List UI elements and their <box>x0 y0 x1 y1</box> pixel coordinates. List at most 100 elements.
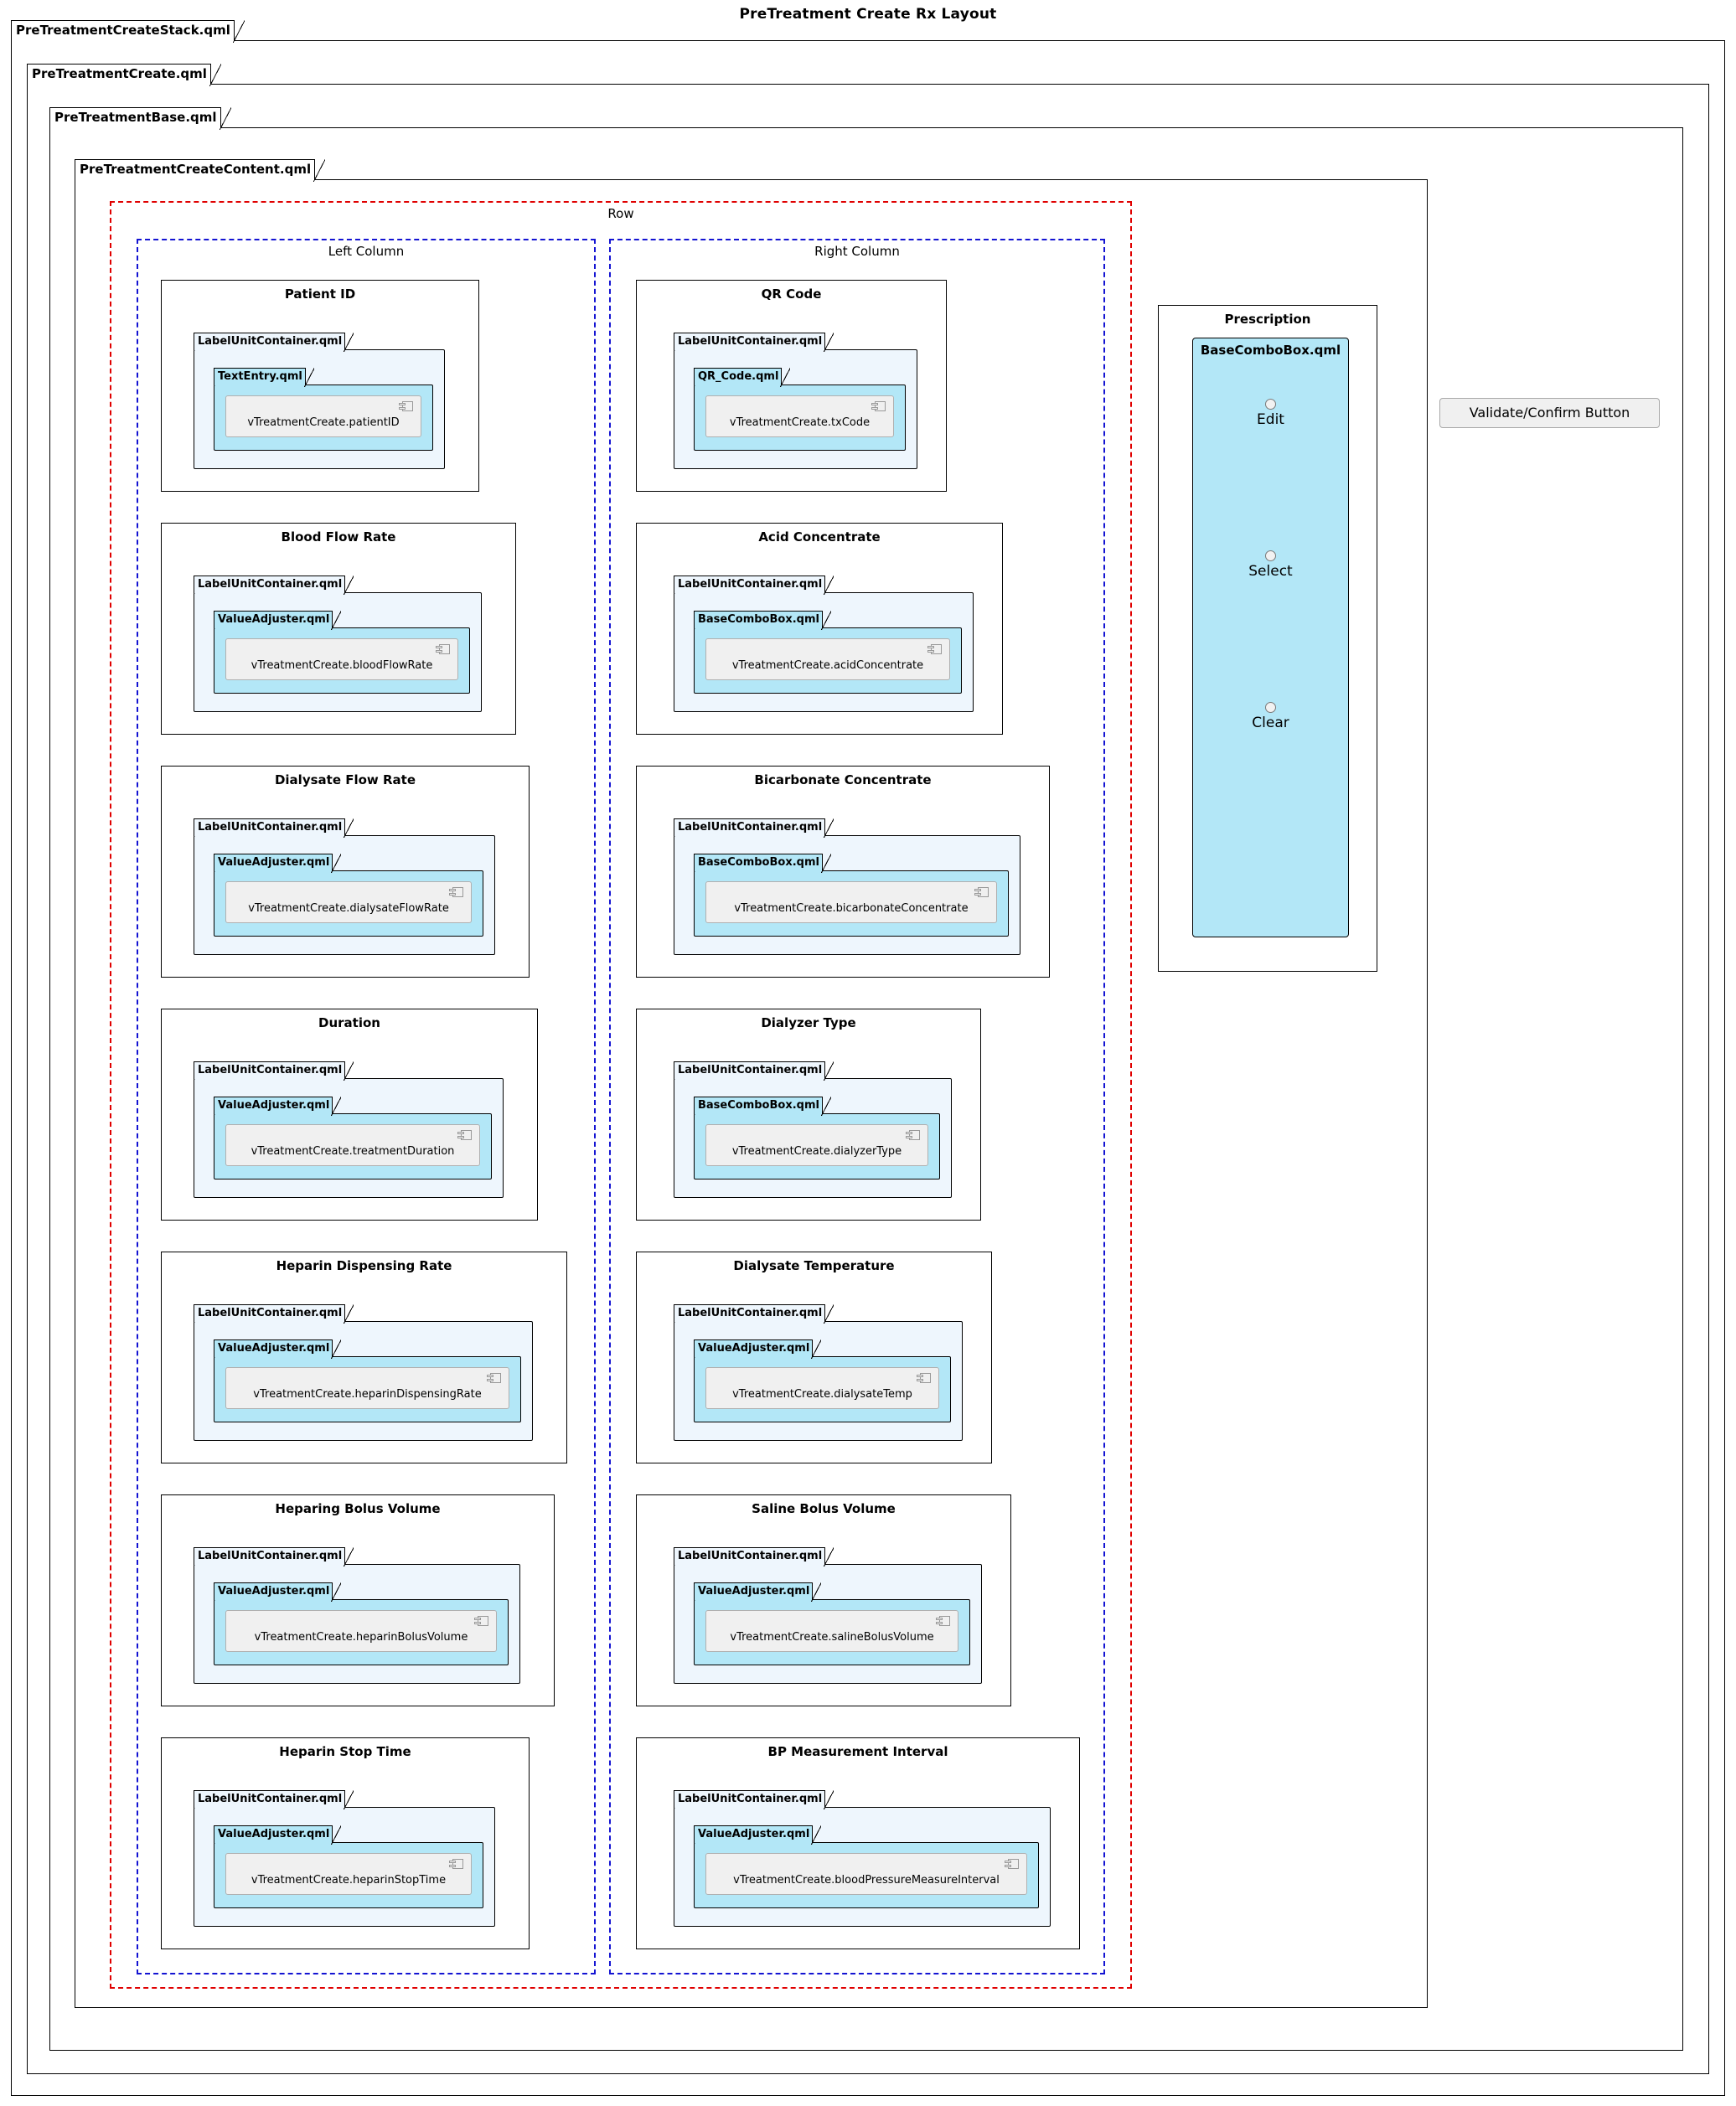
labelunitcontainer-label: LabelUnitContainer.qml <box>194 1304 354 1324</box>
component-icon <box>399 401 413 411</box>
field-title: Patient ID <box>284 286 356 302</box>
binding-component[interactable]: vTreatmentCreate.txCode <box>705 395 894 437</box>
binding-label: vTreatmentCreate.dialysateTemp <box>732 1388 912 1401</box>
binding-component[interactable]: vTreatmentCreate.bloodPressureMeasureInt… <box>705 1853 1027 1895</box>
control-label: ValueAdjuster.qml <box>694 1825 822 1845</box>
control-label: QR_Code.qml <box>694 368 791 387</box>
labelunitcontainer: LabelUnitContainer.qml QR_Code.qml vTrea… <box>674 333 917 469</box>
control-label: BaseComboBox.qml <box>694 611 831 630</box>
component-icon <box>449 1859 463 1869</box>
labelunitcontainer: LabelUnitContainer.qml ValueAdjuster.qml… <box>674 1547 982 1684</box>
labelunitcontainer: LabelUnitContainer.qml ValueAdjuster.qml… <box>194 818 495 955</box>
combo-item-clear[interactable]: Clear <box>1193 702 1348 731</box>
binding-component[interactable]: vTreatmentCreate.bicarbonateConcentrate <box>705 881 997 923</box>
prescription-title: Prescription <box>1224 312 1311 327</box>
labelunitcontainer: LabelUnitContainer.qml BaseComboBox.qml … <box>674 576 974 712</box>
labelunitcontainer-label: LabelUnitContainer.qml <box>194 333 354 352</box>
labelunitcontainer-label: LabelUnitContainer.qml <box>674 1547 834 1567</box>
control-component: ValueAdjuster.qml vTreatmentCreate.hepar… <box>214 1825 483 1908</box>
field-title: Dialysate Temperature <box>733 1258 895 1273</box>
labelunitcontainer: LabelUnitContainer.qml ValueAdjuster.qml… <box>194 1304 533 1441</box>
component-icon <box>474 1616 488 1626</box>
component-icon <box>449 887 463 897</box>
field-title: QR Code <box>761 286 822 302</box>
component-icon <box>436 644 450 654</box>
validate-confirm-button[interactable]: Validate/Confirm Button <box>1439 398 1660 428</box>
control-component: TextEntry.qml vTreatmentCreate.patientID <box>214 368 433 451</box>
field-card-saline-bolus-volume: Saline Bolus Volume LabelUnitContainer.q… <box>636 1494 1011 1706</box>
binding-component[interactable]: vTreatmentCreate.dialysateTemp <box>705 1367 939 1409</box>
package-label: PreTreatmentCreateContent.qml <box>75 159 326 182</box>
binding-component[interactable]: vTreatmentCreate.heparinStopTime <box>225 1853 472 1895</box>
control-component: ValueAdjuster.qml vTreatmentCreate.dialy… <box>214 854 483 937</box>
combo-item-select[interactable]: Select <box>1193 550 1348 580</box>
labelunitcontainer: LabelUnitContainer.qml ValueAdjuster.qml… <box>194 1790 495 1927</box>
field-title: Heparing Bolus Volume <box>275 1501 441 1516</box>
base-combobox-label: BaseComboBox.qml <box>1200 343 1341 358</box>
control-component: ValueAdjuster.qml vTreatmentCreate.blood… <box>694 1825 1039 1908</box>
binding-component[interactable]: vTreatmentCreate.heparinDispensingRate <box>225 1367 509 1409</box>
field-title: Bicarbonate Concentrate <box>754 772 932 787</box>
group-row-label: Row <box>607 206 634 221</box>
combo-item-edit[interactable]: Edit <box>1193 399 1348 428</box>
binding-component[interactable]: vTreatmentCreate.treatmentDuration <box>225 1124 480 1166</box>
base-combobox[interactable]: BaseComboBox.qml Edit Select Clear <box>1192 338 1349 937</box>
control-component: ValueAdjuster.qml vTreatmentCreate.blood… <box>214 611 470 694</box>
field-card-heparin-stop-time: Heparin Stop Time LabelUnitContainer.qml… <box>161 1737 530 1949</box>
radio-icon <box>1265 399 1276 410</box>
binding-component[interactable]: vTreatmentCreate.bloodFlowRate <box>225 638 458 680</box>
control-label: ValueAdjuster.qml <box>214 854 342 873</box>
binding-component[interactable]: vTreatmentCreate.heparinBolusVolume <box>225 1610 497 1652</box>
binding-label: vTreatmentCreate.bloodPressureMeasureInt… <box>733 1874 1000 1887</box>
control-label: ValueAdjuster.qml <box>694 1582 822 1602</box>
control-component: BaseComboBox.qml vTreatmentCreate.acidCo… <box>694 611 962 694</box>
combo-item-label: Select <box>1248 563 1293 580</box>
field-title: Blood Flow Rate <box>281 529 396 545</box>
control-component: ValueAdjuster.qml vTreatmentCreate.hepar… <box>214 1339 521 1422</box>
binding-component[interactable]: vTreatmentCreate.patientID <box>225 395 421 437</box>
labelunitcontainer-label: LabelUnitContainer.qml <box>194 1061 354 1081</box>
component-icon <box>487 1373 501 1383</box>
package-body <box>75 179 1428 2008</box>
control-component: BaseComboBox.qml vTreatmentCreate.dialyz… <box>694 1097 940 1179</box>
labelunitcontainer-label: LabelUnitContainer.qml <box>674 818 834 838</box>
labelunitcontainer: LabelUnitContainer.qml ValueAdjuster.qml… <box>194 576 482 712</box>
component-icon <box>936 1616 950 1626</box>
field-card-bp-measurement-interval: BP Measurement Interval LabelUnitContain… <box>636 1737 1080 1949</box>
labelunitcontainer-label: LabelUnitContainer.qml <box>674 1304 834 1324</box>
group-right-column: Right Column <box>609 239 1105 1974</box>
field-card-acid-concentrate: Acid Concentrate LabelUnitContainer.qml … <box>636 523 1003 735</box>
component-icon <box>1005 1859 1019 1869</box>
binding-label: vTreatmentCreate.heparinStopTime <box>251 1874 447 1887</box>
control-label: BaseComboBox.qml <box>694 1097 831 1116</box>
control-label: TextEntry.qml <box>214 368 314 387</box>
binding-component[interactable]: vTreatmentCreate.acidConcentrate <box>705 638 950 680</box>
binding-component[interactable]: vTreatmentCreate.dialysateFlowRate <box>225 881 472 923</box>
component-icon <box>927 644 942 654</box>
control-component: ValueAdjuster.qml vTreatmentCreate.treat… <box>214 1097 492 1179</box>
binding-component[interactable]: vTreatmentCreate.salineBolusVolume <box>705 1610 958 1652</box>
package-pretreatmentbase: PreTreatmentBase.qml <box>49 107 1683 2051</box>
field-card-bicarbonate-concentrate: Bicarbonate Concentrate LabelUnitContain… <box>636 766 1050 978</box>
component-icon <box>974 887 989 897</box>
field-card-dialysate-flow-rate: Dialysate Flow Rate LabelUnitContainer.q… <box>161 766 530 978</box>
binding-component[interactable]: vTreatmentCreate.dialyzerType <box>705 1124 928 1166</box>
radio-icon <box>1265 550 1276 561</box>
component-icon <box>906 1130 920 1140</box>
control-component: ValueAdjuster.qml vTreatmentCreate.salin… <box>694 1582 970 1665</box>
package-body <box>27 84 1709 2074</box>
group-left-column: Left Column <box>137 239 596 1974</box>
group-row: Row <box>110 201 1132 1989</box>
component-icon <box>457 1130 472 1140</box>
component-icon <box>917 1373 931 1383</box>
field-title: Acid Concentrate <box>758 529 881 545</box>
binding-label: vTreatmentCreate.acidConcentrate <box>731 659 924 672</box>
field-title: Heparin Stop Time <box>279 1744 411 1759</box>
binding-label: vTreatmentCreate.dialyzerType <box>731 1145 902 1158</box>
field-card-qr-code: QR Code LabelUnitContainer.qml QR_Code.q… <box>636 280 947 492</box>
prescription-card: Prescription BaseComboBox.qml Edit Selec… <box>1158 305 1377 972</box>
labelunitcontainer-label: LabelUnitContainer.qml <box>674 333 834 352</box>
labelunitcontainer: LabelUnitContainer.qml BaseComboBox.qml … <box>674 818 1020 955</box>
binding-label: vTreatmentCreate.txCode <box>729 416 871 429</box>
binding-label: vTreatmentCreate.salineBolusVolume <box>730 1631 934 1644</box>
